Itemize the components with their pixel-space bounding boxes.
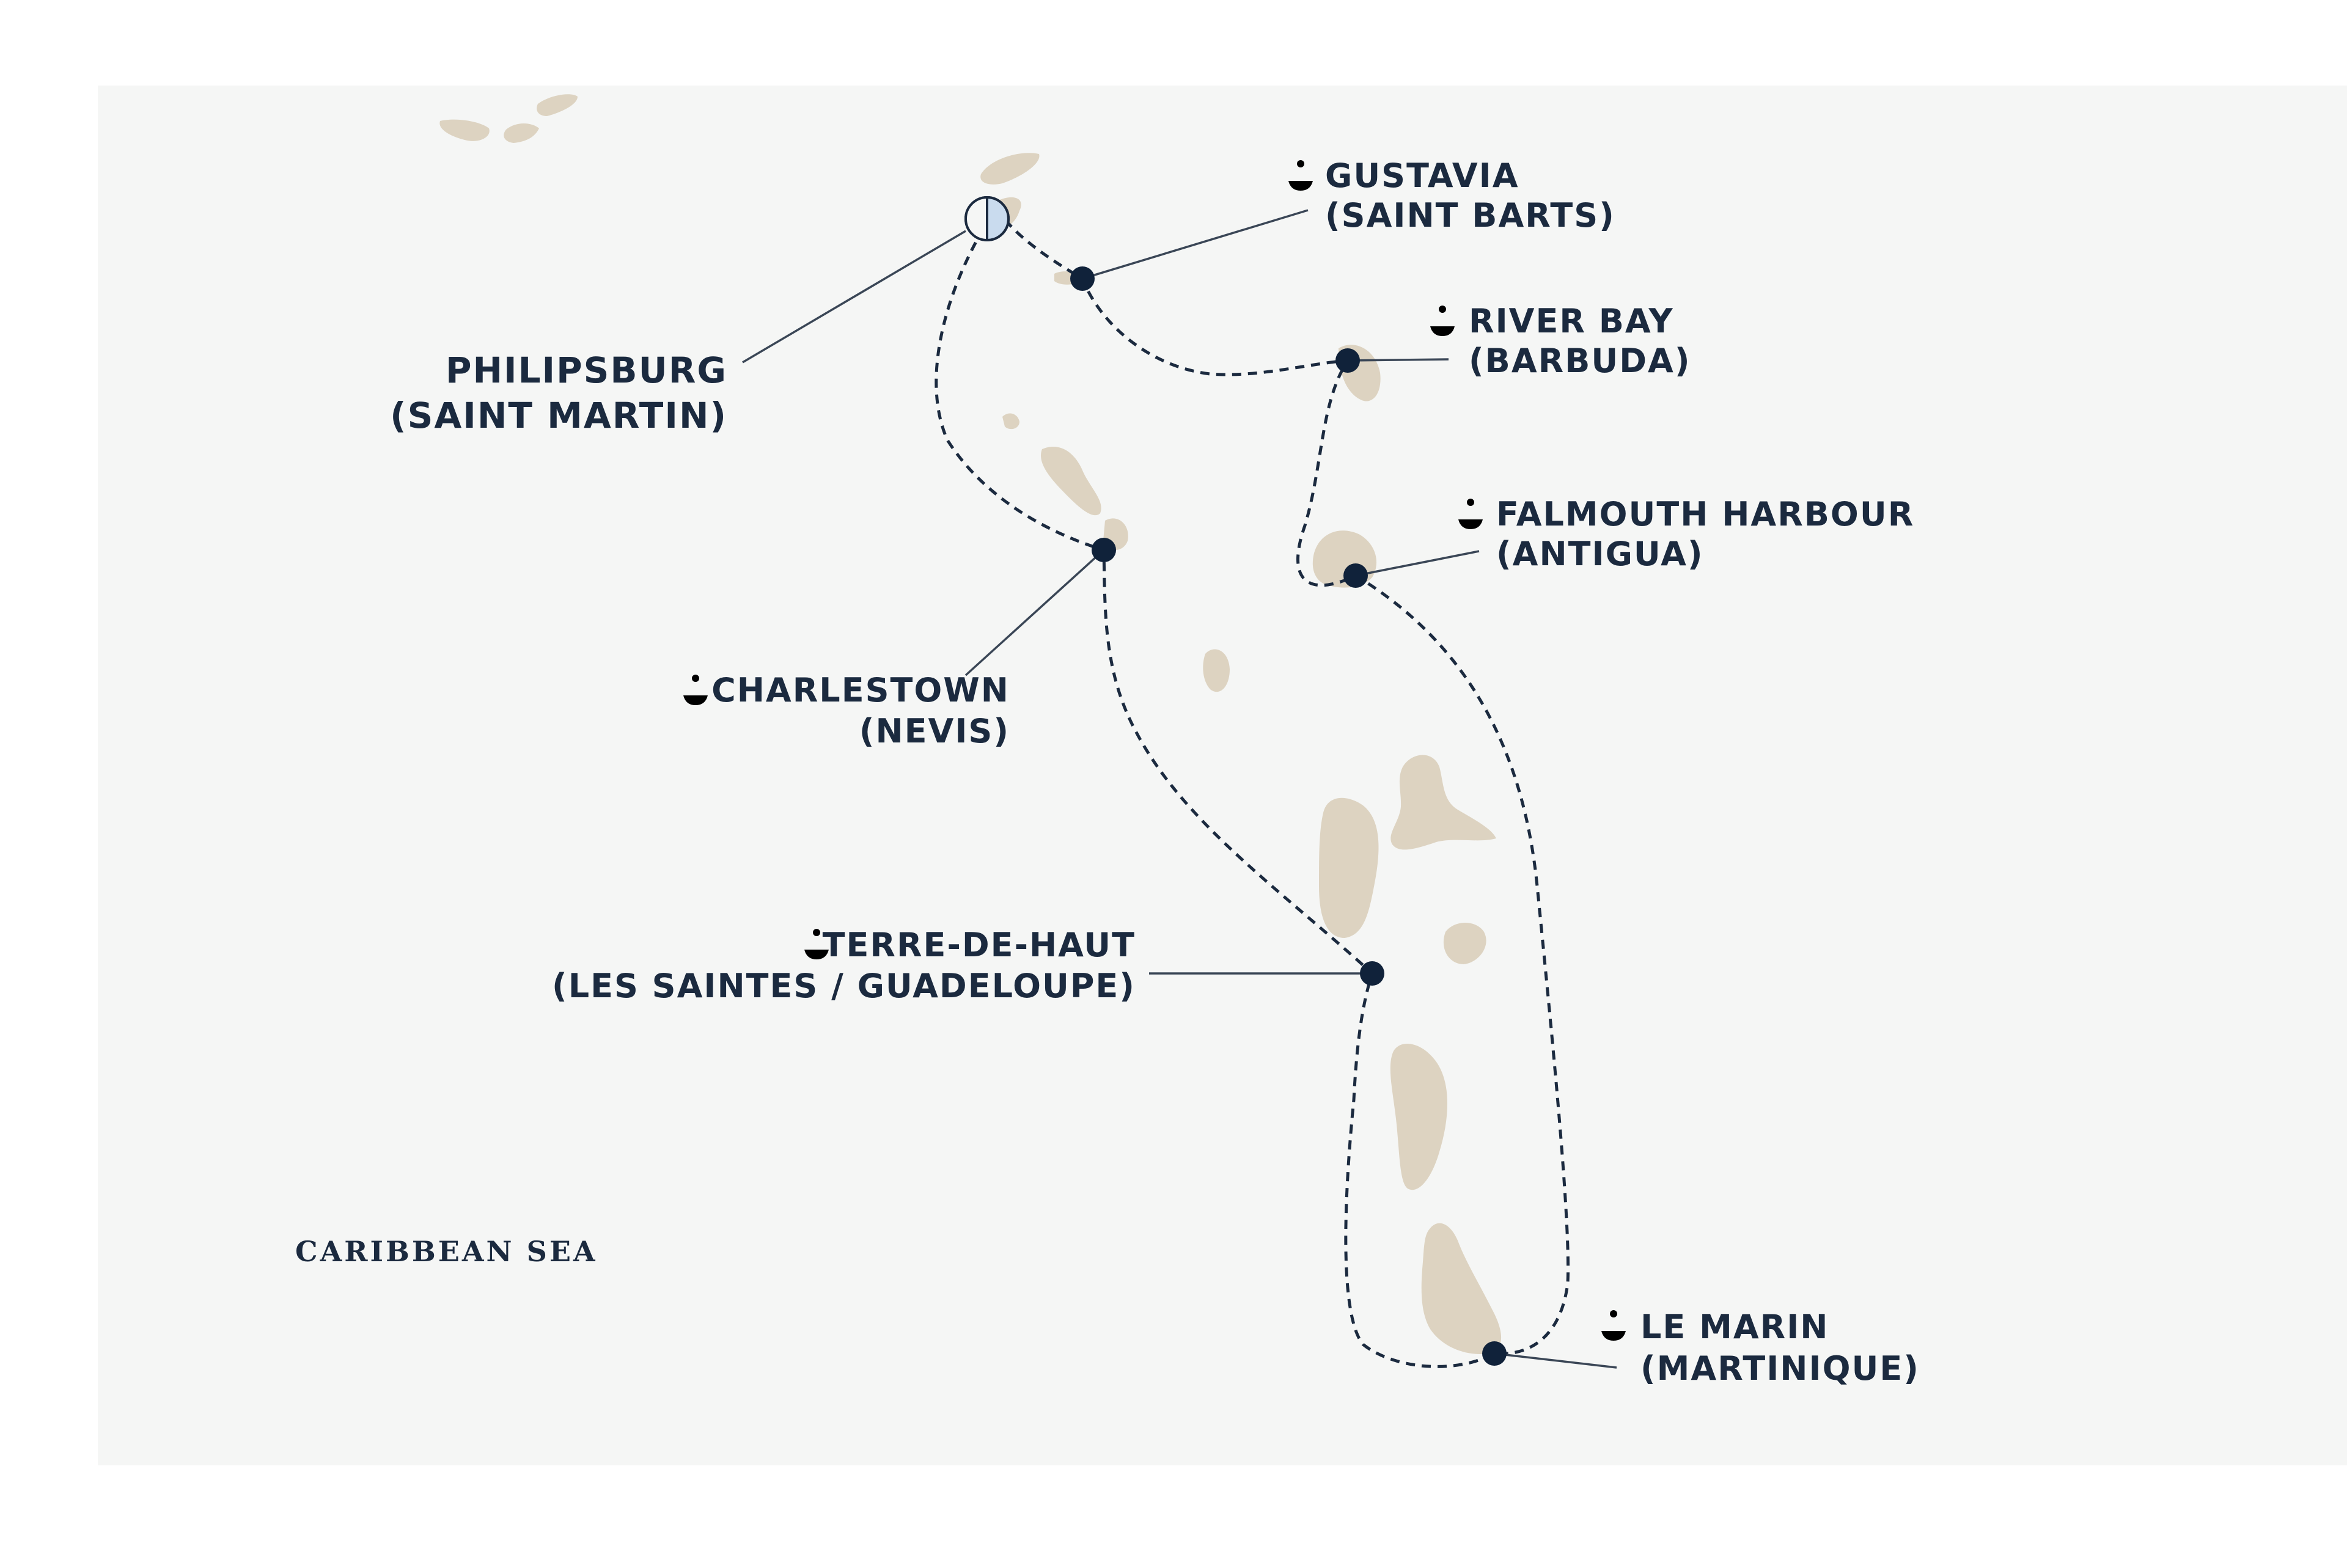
island-martinique — [1421, 1223, 1502, 1354]
port-marker-river-bay[interactable] — [1335, 348, 1360, 373]
embark-disembark-icon[interactable] — [964, 196, 1010, 241]
port-name-river-bay: RIVER BAY — [1469, 302, 1674, 340]
island-virgin-c — [537, 94, 578, 116]
port-marker-gustavia[interactable] — [1070, 266, 1095, 291]
port-region-river-bay: (BARBUDA) — [1469, 342, 1691, 380]
leader-le-marin — [1494, 1352, 1617, 1369]
port-name-le-marin: LE MARIN — [1640, 1308, 1829, 1346]
port-name-falmouth-harbour: FALMOUTH HARBOUR — [1496, 495, 1914, 533]
port-region-terre-de-haut: (LES SAINTES / GUADELOUPE) — [552, 967, 1136, 1005]
start-port-name: PHILIPSBURG — [446, 350, 727, 391]
island-montserrat — [1203, 649, 1230, 692]
port-name-gustavia: GUSTAVIA — [1325, 156, 1519, 195]
port-name-charlestown: CHARLESTOWN — [711, 671, 1010, 709]
port-marker-le-marin[interactable] — [1482, 1341, 1507, 1366]
port-marker-falmouth-harbour[interactable] — [1343, 563, 1368, 588]
island-saba — [1002, 413, 1019, 430]
port-region-falmouth-harbour: (ANTIGUA) — [1496, 535, 1704, 573]
leader-gustavia — [1082, 209, 1309, 280]
start-port-region: (SAINT MARTIN) — [390, 395, 727, 436]
island-virgin-a — [439, 119, 490, 141]
port-marker-terre-de-haut[interactable] — [1360, 961, 1384, 986]
island-dominica — [1390, 1044, 1448, 1190]
leader-philipsburg — [742, 230, 966, 364]
island-guadeloupe-basse-terre — [1319, 797, 1379, 938]
island-guadeloupe-grande-terre — [1390, 755, 1496, 850]
leader-falmouth-harbour — [1355, 550, 1480, 577]
island-saint-kitts — [1041, 446, 1101, 516]
leader-river-bay — [1347, 358, 1449, 362]
leader-charlestown — [964, 549, 1105, 676]
island-anguilla — [980, 153, 1040, 185]
port-region-gustavia: (SAINT BARTS) — [1325, 196, 1615, 235]
port-marker-charlestown[interactable] — [1092, 538, 1116, 562]
port-name-terre-de-haut: TERRE-DE-HAUT — [823, 926, 1136, 964]
island-virgin-b — [504, 123, 539, 143]
island-marie-galante — [1443, 923, 1486, 964]
port-region-le-marin: (MARTINIQUE) — [1640, 1349, 1920, 1388]
sea-area — [98, 86, 2347, 1465]
sea-label: CARIBBEAN SEA — [295, 1235, 598, 1268]
port-region-charlestown: (NEVIS) — [859, 712, 1010, 750]
